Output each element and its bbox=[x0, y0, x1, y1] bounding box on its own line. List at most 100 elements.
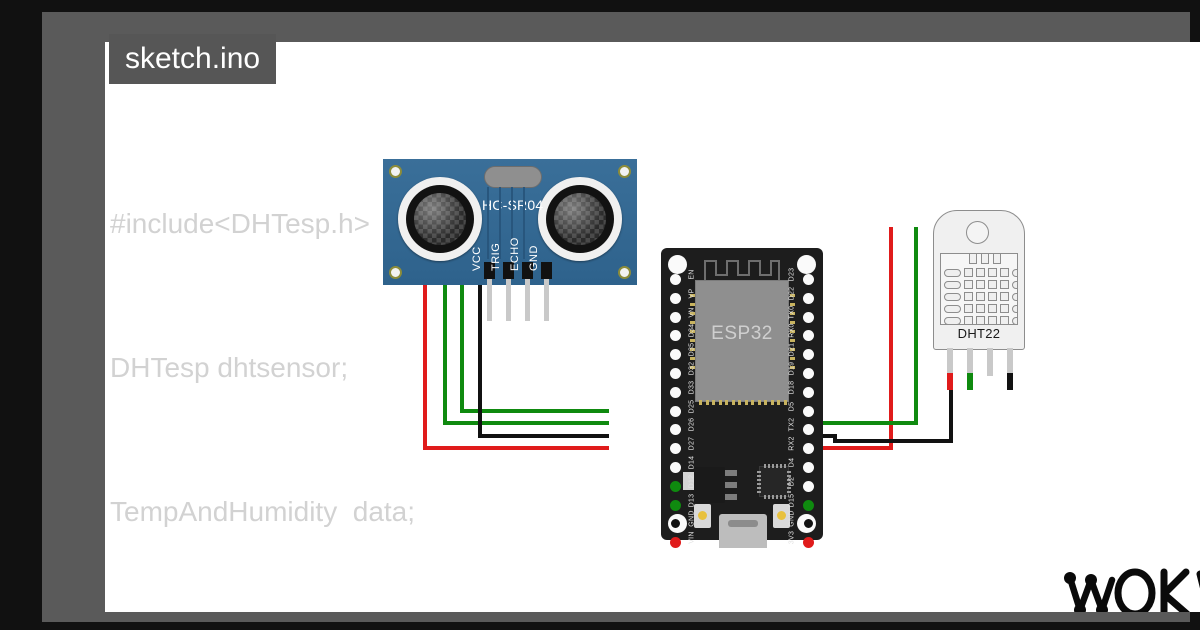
vent-slot bbox=[944, 316, 961, 324]
ultrasonic-receiver bbox=[538, 177, 622, 261]
esp32-pin-d27[interactable] bbox=[670, 443, 681, 455]
chip-pad bbox=[784, 464, 786, 468]
chip-pad-row bbox=[764, 495, 786, 499]
module-castellated-pad bbox=[718, 400, 722, 405]
esp32-pin-d2[interactable] bbox=[803, 480, 814, 492]
esp32-pin-vn[interactable] bbox=[670, 311, 681, 323]
vent-row bbox=[944, 316, 1017, 324]
vent-square bbox=[976, 292, 985, 301]
esp32-pin-d35[interactable] bbox=[670, 349, 681, 361]
chip-pad bbox=[772, 495, 774, 499]
esp32-pin-d19[interactable] bbox=[803, 368, 814, 379]
pcb-antenna-trace bbox=[704, 260, 780, 282]
vent-square bbox=[976, 304, 985, 313]
esp32-pin-vp[interactable] bbox=[670, 292, 681, 304]
esp32-pin-d34[interactable] bbox=[670, 330, 681, 342]
vent-slot bbox=[944, 292, 961, 301]
module-castellated-pad bbox=[744, 400, 748, 405]
esp32-pin-d15[interactable] bbox=[803, 499, 814, 511]
usb-serial-chip bbox=[757, 464, 791, 499]
dht22-lead-gnd[interactable] bbox=[1007, 348, 1013, 390]
esp32-wroom-module: ESP32 bbox=[695, 280, 789, 402]
pin-label-gnd: GND bbox=[528, 245, 540, 271]
esp32-pin-d32[interactable] bbox=[670, 368, 681, 379]
vent-square bbox=[976, 316, 985, 324]
file-tab-sketch-ino[interactable]: sketch.ino bbox=[109, 34, 277, 84]
esp32-pin-d23[interactable] bbox=[803, 274, 814, 285]
esp32-pin-gnd[interactable] bbox=[803, 518, 814, 530]
chip-pad bbox=[757, 491, 761, 493]
module-castellated-pad bbox=[738, 400, 741, 405]
esp32-pin-d25[interactable] bbox=[670, 405, 681, 417]
dht22-lead-data[interactable] bbox=[967, 348, 973, 390]
editor-frame: #include<DHTesp.h> DHTesp dhtsensor; Tem… bbox=[42, 12, 1200, 622]
wokwi-logo bbox=[1064, 568, 1200, 612]
module-castellated-pad bbox=[690, 366, 695, 369]
esp32-pin-d18[interactable] bbox=[803, 386, 814, 398]
voltage-regulator bbox=[691, 467, 737, 503]
module-castellated-pad bbox=[757, 400, 761, 405]
esp32-pin-d33[interactable] bbox=[670, 386, 681, 398]
vent-slot bbox=[1012, 316, 1017, 324]
esp32-pin-d26[interactable] bbox=[670, 424, 681, 436]
chip-pad bbox=[768, 495, 770, 499]
vent-square bbox=[1000, 304, 1009, 313]
vent-comb bbox=[969, 254, 1001, 264]
vent-square bbox=[1000, 268, 1009, 277]
oscillator-can bbox=[484, 166, 542, 188]
esp32-pin-label-3v3: 3V3 bbox=[788, 531, 796, 545]
module-castellated-pad bbox=[770, 400, 774, 405]
part-dht22[interactable]: DHT22 bbox=[933, 210, 1025, 390]
esp32-pin-d5[interactable] bbox=[803, 405, 814, 417]
chip-pad bbox=[772, 464, 774, 468]
esp32-pin-gnd[interactable] bbox=[670, 518, 681, 530]
micro-usb-port[interactable] bbox=[719, 514, 767, 548]
ultrasonic-transmitter bbox=[398, 177, 482, 261]
reset-button[interactable] bbox=[773, 504, 790, 528]
diagram-canvas[interactable]: #include<DHTesp.h> DHTesp dhtsensor; Tem… bbox=[105, 42, 1200, 612]
esp32-pin-d4[interactable] bbox=[803, 462, 814, 473]
hcsr04-pin-gnd[interactable] bbox=[541, 262, 552, 279]
vent-row bbox=[944, 292, 1017, 301]
chip-pad bbox=[780, 495, 782, 499]
esp32-pin-d14[interactable] bbox=[670, 462, 681, 473]
vent-square bbox=[1000, 280, 1009, 289]
vent-square bbox=[1000, 292, 1009, 301]
boot-button[interactable] bbox=[694, 504, 711, 528]
esp32-pin-d12[interactable] bbox=[670, 480, 681, 492]
vent-square bbox=[988, 304, 997, 313]
vent-slot bbox=[1012, 292, 1017, 301]
mounting-hole bbox=[618, 266, 631, 279]
esp32-pin-vin[interactable] bbox=[670, 537, 681, 549]
esp32-pin-tx0[interactable] bbox=[803, 311, 814, 323]
lead-tip-gnd bbox=[1007, 373, 1013, 390]
esp32-pin-d13[interactable] bbox=[670, 499, 681, 511]
mounting-hole bbox=[797, 255, 816, 274]
esp32-pin-en[interactable] bbox=[670, 274, 681, 285]
esp32-pin-d22[interactable] bbox=[803, 292, 814, 304]
chip-pad bbox=[787, 483, 791, 485]
pcb-trace bbox=[523, 187, 525, 259]
dht22-lead-nc[interactable] bbox=[987, 348, 993, 376]
module-castellated-pad bbox=[690, 339, 695, 342]
vent-slot bbox=[944, 280, 961, 289]
vent-slot bbox=[944, 268, 961, 277]
hcsr04-lead bbox=[525, 279, 530, 321]
code-line: #include<DHTesp.h> bbox=[110, 208, 370, 239]
vent-square bbox=[976, 280, 985, 289]
chip-pad bbox=[787, 479, 791, 481]
module-castellated-pad bbox=[725, 400, 728, 405]
esp32-pin-3v3[interactable] bbox=[803, 537, 814, 549]
vent-square bbox=[988, 316, 997, 324]
lead-tip-data bbox=[967, 373, 973, 390]
mounting-hole bbox=[389, 165, 402, 178]
chip-pad bbox=[787, 471, 791, 473]
dht22-vent-grid bbox=[940, 253, 1018, 325]
module-castellated-pad bbox=[690, 321, 695, 324]
pcb-trace bbox=[487, 187, 489, 259]
vent-row bbox=[944, 304, 1017, 313]
code-listing: #include<DHTesp.h> DHTesp dhtsensor; Tem… bbox=[110, 104, 1200, 612]
chip-pad bbox=[757, 483, 761, 485]
part-hc-sr04[interactable]: HC-SR04 VCC TRIG ECHO GND bbox=[383, 159, 637, 321]
